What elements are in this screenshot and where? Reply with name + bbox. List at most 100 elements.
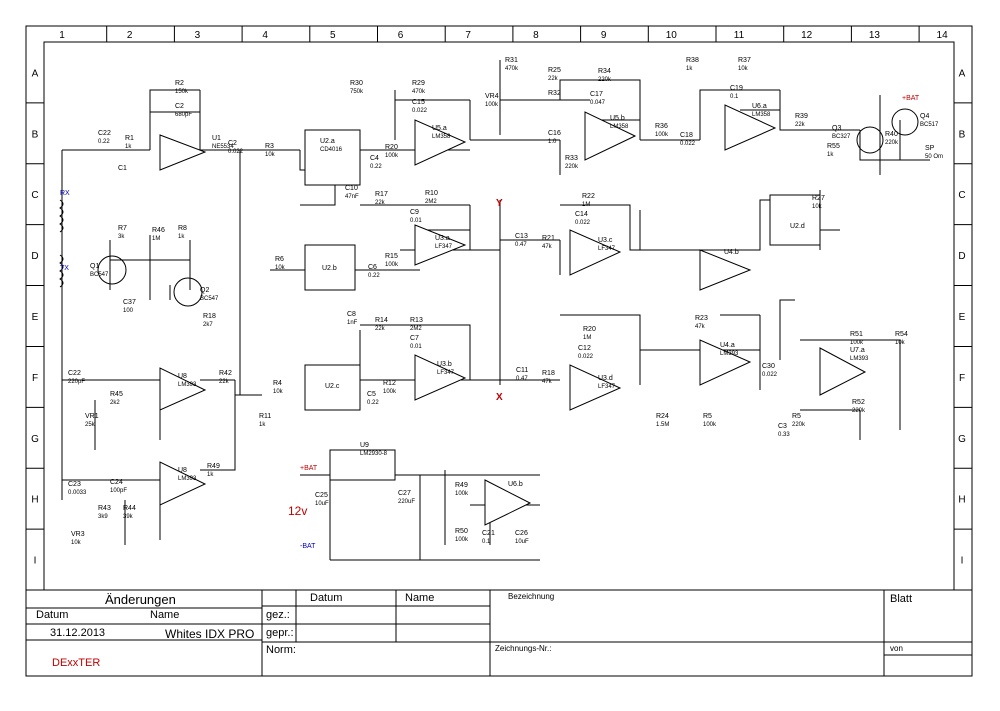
component-value: 100k — [703, 422, 717, 428]
component-value: 10k — [71, 540, 82, 546]
component-ref: R39 — [795, 113, 808, 120]
column-marker: 13 — [869, 30, 881, 41]
component-ref: C7 — [410, 335, 419, 342]
row-marker-right: A — [959, 68, 966, 79]
component-ref: U4.b — [724, 249, 739, 256]
component-ref: R13 — [410, 317, 423, 324]
component-value: 47k — [542, 244, 553, 250]
component-value: 0.47 — [516, 376, 528, 382]
component-value: BC547 — [90, 272, 109, 278]
column-marker: 2 — [127, 30, 133, 41]
component-value: 10k — [275, 265, 286, 271]
component-ref: R40 — [885, 131, 898, 138]
component-value: BC517 — [920, 122, 939, 128]
component-ref: U4.a — [720, 342, 735, 349]
name-header: Name — [150, 609, 180, 621]
component-ref: R6 — [275, 256, 284, 263]
component-value: 470k — [505, 66, 519, 72]
row-marker-left: B — [32, 129, 39, 140]
component-ref: C15 — [412, 99, 425, 106]
component-ref: C1 — [118, 165, 127, 172]
rx-label: RX — [60, 190, 70, 197]
component-ref: R31 — [505, 57, 518, 64]
component-ref: R1 — [125, 135, 134, 142]
row-marker-left: G — [31, 434, 39, 445]
column-marker: 8 — [533, 30, 539, 41]
component-value: 220k — [565, 164, 579, 170]
component-ref: C22 — [98, 130, 111, 137]
component-value: 0.022 — [228, 149, 244, 155]
component-ref: R30 — [350, 80, 363, 87]
component-value: 0.1 — [482, 539, 491, 545]
component-ref: C12 — [578, 345, 591, 352]
component-value: 1.5M — [656, 422, 669, 428]
component-ref: C6 — [368, 264, 377, 271]
component-value: 1k — [125, 144, 132, 150]
component-ref: U1 — [212, 135, 221, 142]
component-ref: Q3 — [832, 125, 841, 132]
row-marker-left: I — [34, 556, 37, 567]
component-ref: U8 — [178, 467, 187, 474]
component-value: 22k — [548, 76, 559, 82]
component-ref: R8 — [178, 225, 187, 232]
component-ref: R55 — [827, 143, 840, 150]
column-marker: 12 — [801, 30, 813, 41]
component-ref: C2 — [228, 140, 237, 147]
column-marker: 6 — [398, 30, 404, 41]
component-ref: VR4 — [485, 93, 499, 100]
component-ref: R34 — [598, 68, 611, 75]
component-ref: R20 — [583, 326, 596, 333]
component-ref: C17 — [590, 91, 603, 98]
component-ref: Q1 — [90, 263, 99, 270]
component-value: 1k — [178, 234, 185, 240]
column-marker: 1 — [59, 30, 65, 41]
component-ref: C23 — [68, 481, 81, 488]
component-ref: C9 — [410, 209, 419, 216]
component-value: 47k — [695, 324, 706, 330]
component-ref: R15 — [385, 253, 398, 260]
gez-label: gez.: — [266, 609, 290, 621]
component-ref: U5.b — [610, 115, 625, 122]
component-ref: C16 — [548, 130, 561, 137]
bat-plus-label: +BAT — [300, 465, 318, 472]
component-ref: Q2 — [200, 287, 209, 294]
component-value: 2M2 — [425, 199, 437, 205]
component-ref: R21 — [542, 235, 555, 242]
component-value: 0.022 — [412, 108, 428, 114]
coil-symbols — [59, 199, 64, 288]
changes-heading: Änderungen — [105, 592, 176, 607]
component-ref: U8 — [178, 373, 187, 380]
component-ref: VR3 — [71, 531, 85, 538]
component-ref: U6.b — [508, 481, 523, 488]
component-ref: C18 — [680, 132, 693, 139]
component-ref: C14 — [575, 211, 588, 218]
gepr-label: gepr.: — [266, 627, 294, 639]
component-ref: C4 — [370, 155, 379, 162]
component-ref: R29 — [412, 80, 425, 87]
component-value: NE5534 — [212, 144, 234, 150]
component-value: BC327 — [832, 134, 851, 140]
component-value: LM358 — [610, 124, 629, 130]
component-value: 10k — [895, 340, 906, 346]
blatt-label: Blatt — [890, 593, 913, 605]
author-name: DExxTER — [52, 657, 101, 669]
component-value: 2M2 — [410, 326, 422, 332]
component-value: 100k — [385, 262, 399, 268]
column-marker: 5 — [330, 30, 336, 41]
component-ref: C5 — [367, 391, 376, 398]
component-value: 470k — [412, 89, 426, 95]
component-value: LF347 — [598, 246, 616, 252]
component-value: 220k — [885, 140, 899, 146]
component-ref: C13 — [515, 233, 528, 240]
component-ref: R37 — [738, 57, 751, 64]
column-marker: 11 — [734, 30, 745, 41]
component-value: 100k — [485, 102, 499, 108]
component-ref: C19 — [730, 85, 743, 92]
component-ref: R12 — [383, 380, 396, 387]
bat-minus-label: -BAT — [300, 543, 316, 550]
column-marker: 10 — [666, 30, 678, 41]
component-ref: R54 — [895, 331, 908, 338]
component-value: 1.0 — [548, 139, 557, 145]
